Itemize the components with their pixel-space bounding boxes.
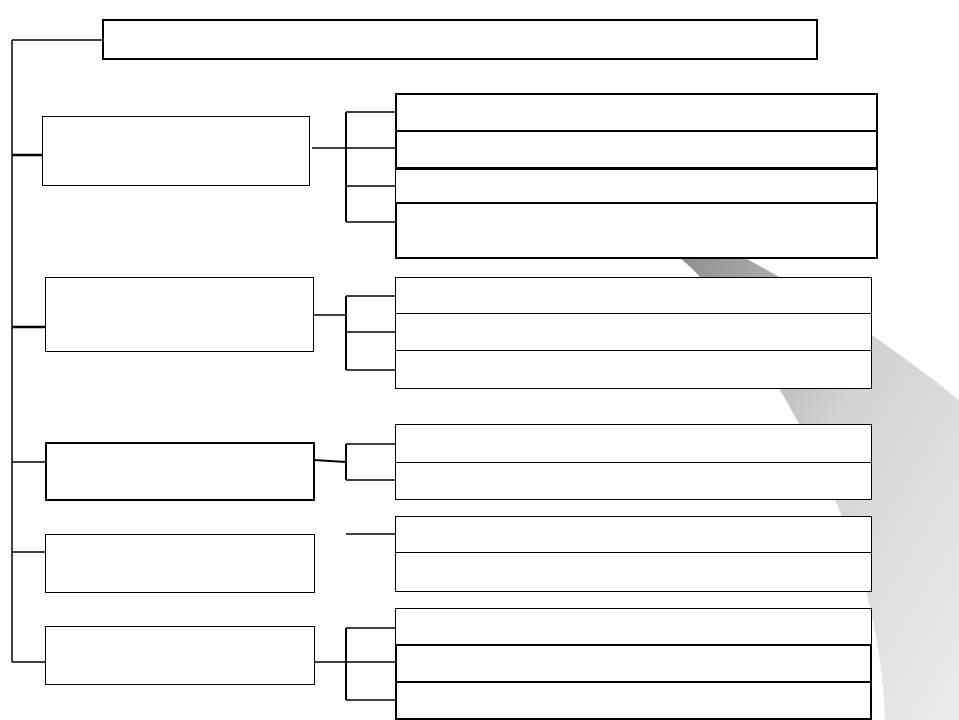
leaf-box-1-2: [395, 130, 878, 169]
leaf-box-4-2: [395, 552, 872, 592]
branch-box-3: [45, 442, 315, 501]
leaf-box-1-1: [395, 93, 878, 132]
leaf-box-3-2: [395, 462, 872, 500]
leaf-box-2-1: [395, 277, 872, 315]
leaf-box-1-3: [395, 169, 878, 204]
branch-box-1: [42, 116, 310, 186]
leaf-box-5-1: [395, 608, 872, 646]
leaf-box-1-4: [395, 202, 878, 259]
leaf-box-3-1: [395, 424, 872, 464]
leaf-box-2-3: [395, 350, 872, 389]
leaf-box-4-1: [395, 516, 872, 554]
branch-box-2: [45, 277, 314, 352]
leaf-box-5-3: [395, 681, 872, 720]
branch-box-4: [45, 534, 315, 593]
branch-box-5: [45, 626, 315, 685]
leaf-box-2-2: [395, 313, 872, 351]
leaf-box-5-2: [395, 644, 872, 683]
root-box: [102, 19, 818, 60]
